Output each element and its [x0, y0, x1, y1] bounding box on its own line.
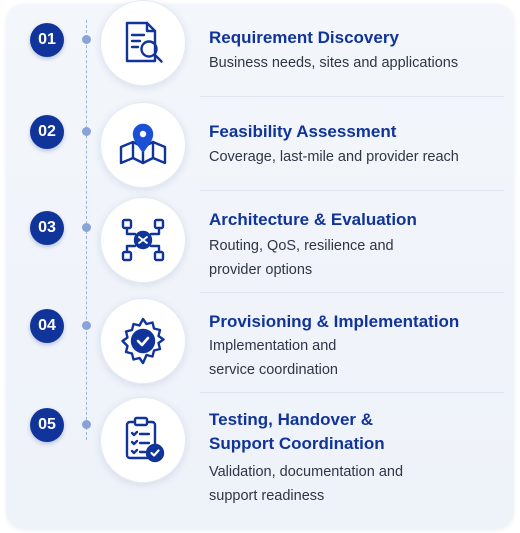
- step-number-badge: 04: [30, 309, 64, 343]
- document-search-icon: [100, 0, 186, 86]
- step-description: Implementation and service coordination: [209, 338, 338, 378]
- timeline-dot: [82, 127, 91, 136]
- step-description: Coverage, last-mile and provider reach: [209, 149, 459, 165]
- step-title: Architecture & Evaluation: [209, 210, 417, 229]
- step-title: Provisioning & Implementation: [209, 312, 460, 331]
- divider: [200, 292, 504, 293]
- step-number-badge: 02: [30, 115, 64, 149]
- timeline-dot: [82, 223, 91, 232]
- step-title: Testing, Handover & Support Coordination: [209, 410, 385, 453]
- divider: [200, 190, 504, 191]
- process-card: [6, 4, 514, 529]
- map-pin-icon: [100, 102, 186, 188]
- step-description: Business needs, sites and applications: [209, 55, 459, 71]
- timeline-dot: [82, 321, 91, 330]
- divider: [200, 392, 504, 393]
- step-description: Validation, documentation and support re…: [209, 464, 404, 504]
- step-title: Feasibility Assessment: [209, 122, 397, 141]
- network-routing-icon: [100, 197, 186, 283]
- divider: [200, 96, 504, 97]
- gear-check-icon: [100, 298, 186, 384]
- timeline-dot: [82, 35, 91, 44]
- step-title: Requirement Discovery: [209, 28, 399, 47]
- step-number-badge: 03: [30, 211, 64, 245]
- step-number-badge: 01: [30, 23, 64, 57]
- clipboard-checklist-icon: [100, 397, 186, 483]
- step-number-badge: 05: [30, 408, 64, 442]
- timeline-dot: [82, 420, 91, 429]
- step-description: Routing, QoS, resilience and provider op…: [209, 238, 394, 278]
